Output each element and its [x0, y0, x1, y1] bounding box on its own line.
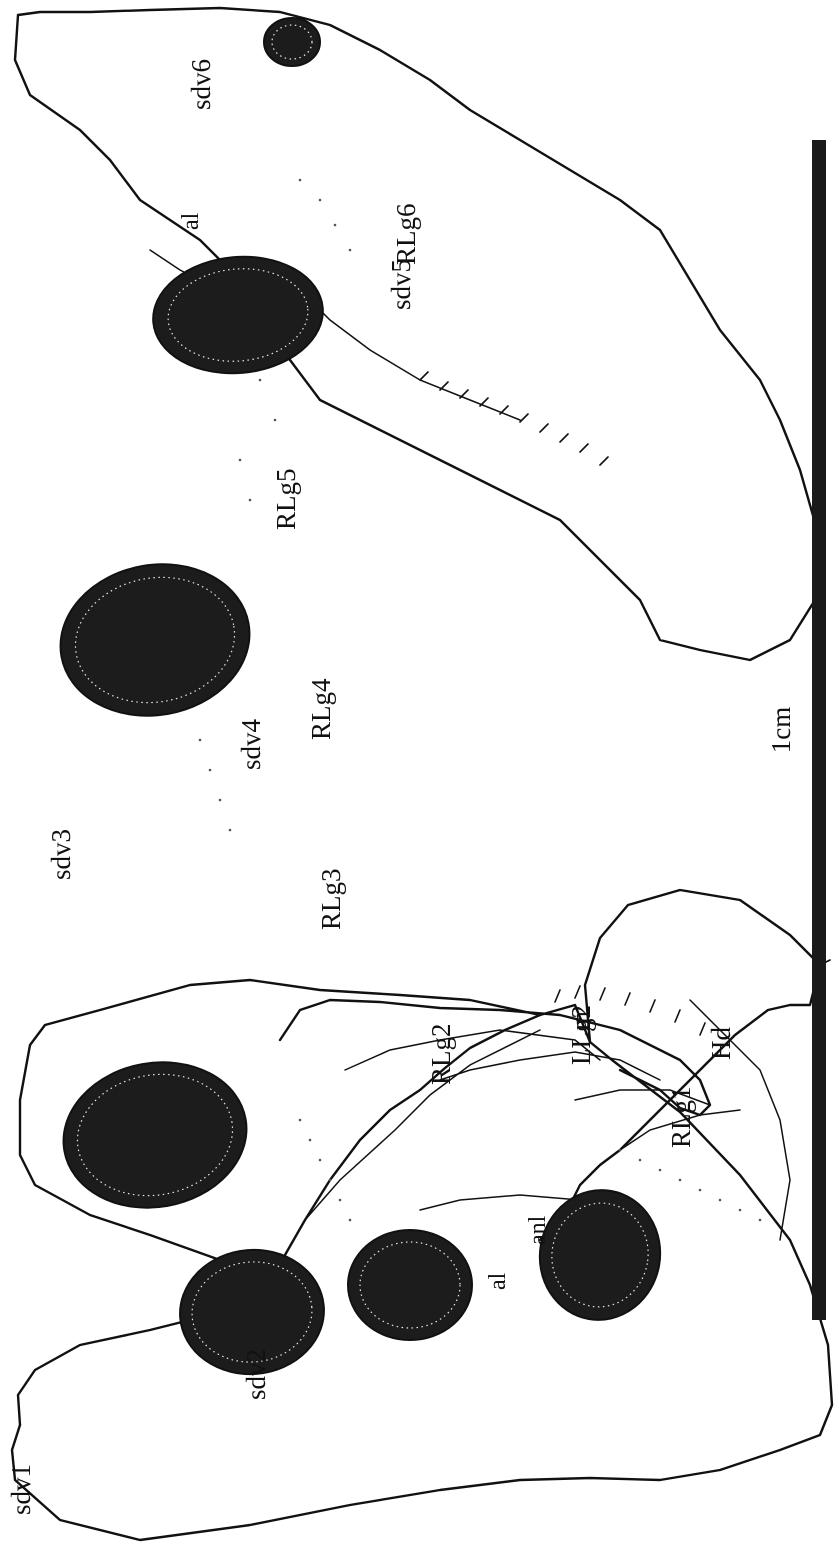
label-al-lower: al: [485, 1272, 511, 1290]
horn-crest: [280, 1000, 710, 1115]
label-sdv5: sdv5: [386, 259, 416, 310]
label-rlg1: RLg1: [666, 1086, 696, 1148]
lower-specimen-outline: [12, 890, 832, 1540]
label-rlg6: RLg6: [391, 203, 421, 265]
label-sdv3: sdv3: [46, 829, 76, 880]
upper-specimen-outline: [15, 8, 820, 660]
label-sdv4: sdv4: [236, 718, 266, 770]
rlg2-inner: [440, 1052, 660, 1080]
label-anl: anl: [525, 1215, 551, 1245]
scale-bar-label: 1cm: [766, 707, 796, 754]
label-sdv1: sdv1: [6, 1464, 36, 1515]
label-m: m: [568, 1011, 594, 1030]
label-rlg5: RLg5: [271, 468, 301, 530]
label-sdv2: sdv2: [241, 1349, 271, 1400]
label-rlg3: RLg3: [316, 868, 346, 930]
label-sdv6: sdv6: [186, 59, 216, 110]
label-rlg2: RLg2: [426, 1023, 456, 1085]
lower-specimen-top-edge: [18, 1005, 590, 1425]
label-al-upper: al: [178, 212, 204, 230]
upper-ticks: [420, 372, 608, 465]
scale-bar: 1cm: [766, 140, 826, 1320]
hd-ridge: [690, 1000, 790, 1240]
upper-specimen: [15, 8, 820, 831]
label-hd: Hd: [706, 1027, 736, 1060]
rlg3-boundary: [305, 1030, 540, 1220]
scale-bar-line: [812, 140, 826, 1320]
upper-plates: [48, 18, 327, 730]
lower-specimen: [12, 890, 832, 1540]
label-rlg4: RLg4: [306, 678, 336, 740]
